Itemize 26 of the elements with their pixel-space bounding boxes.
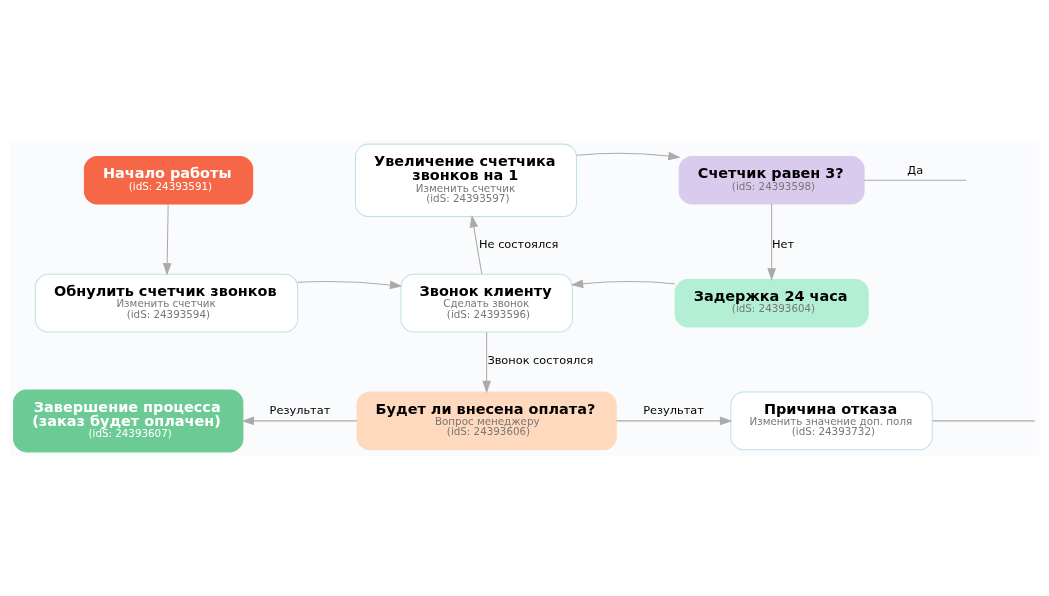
arrow xyxy=(241,416,358,426)
node-box: Звонок клиенту Сделать звонок (idS: 24393596) xyxy=(400,273,573,333)
edge-label: Да xyxy=(907,162,924,177)
node-box: Начало работы (idS: 24393591) xyxy=(83,156,254,205)
node-box: Счетчик равен 3? (idS: 24393598) xyxy=(678,156,865,205)
arrow xyxy=(297,280,403,290)
edge-label: Результат xyxy=(269,403,331,418)
arrow xyxy=(570,279,676,289)
connector xyxy=(931,420,1036,422)
arrow xyxy=(469,215,483,275)
node-box: Причина отказа Изменить значение доп. поля (idS: 24393732) xyxy=(730,391,933,451)
arrow xyxy=(616,416,733,426)
node-box: Будет ли внесена оплата? Вопрос менеджеру (idS: 24393606) xyxy=(356,391,617,451)
arrow xyxy=(482,331,491,394)
edge-label: Звонок состоялся xyxy=(487,352,594,367)
arrow xyxy=(576,151,681,161)
node-box: Завершение процесса (заказ будет оплачен) (idS: 24393607) xyxy=(13,389,244,453)
node-box: Задержка 24 часа (idS: 24393604) xyxy=(674,278,869,328)
edge-label: Не состоялся xyxy=(479,237,559,252)
edge-label: Нет xyxy=(771,237,795,252)
node-box: Обнулить счетчик звонков Изменить счетчик (idS: 24393594) xyxy=(34,273,299,333)
node-box: Увеличение счетчика звонков на 1 Изменить счетчик (idS: 24393597) xyxy=(354,143,577,217)
arrow xyxy=(162,203,172,276)
connector xyxy=(863,179,967,181)
edge-label: Результат xyxy=(643,403,704,418)
arrow xyxy=(767,203,776,281)
